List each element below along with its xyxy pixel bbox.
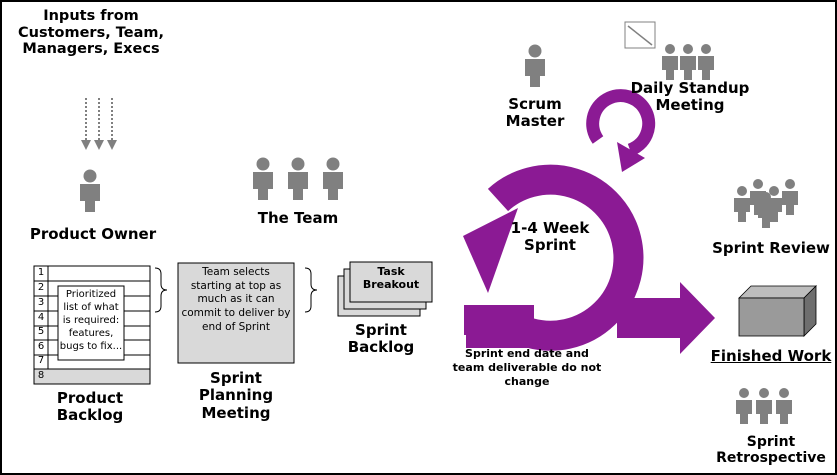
brace-backlog <box>154 267 168 313</box>
planning-label: Sprint Planning Meeting <box>198 369 274 422</box>
backlog-row-3: 3 <box>37 297 45 308</box>
backlog-row-2: 2 <box>37 282 45 293</box>
finished-work-box <box>738 285 817 337</box>
planning-box <box>177 262 295 364</box>
sprint-backlog-label: Sprint Backlog <box>347 321 415 357</box>
scrum-master-label: Scrum Master <box>505 95 565 131</box>
task-breakout-text: Task Breakout <box>362 265 420 291</box>
product-backlog-list <box>33 265 151 385</box>
retrospective-label: Sprint Retrospective <box>716 434 826 467</box>
team-icon <box>253 157 343 200</box>
sprint-backlog-stack <box>337 261 433 317</box>
brace-planning <box>304 267 318 313</box>
backlog-row-5: 5 <box>37 326 45 337</box>
backlog-row-1: 1 <box>37 267 45 278</box>
planning-box-text: Team selects starting at top as much as … <box>181 266 291 333</box>
standup-team-icon <box>662 44 714 80</box>
sprint-note: Sprint end date and team deliverable do … <box>452 347 602 388</box>
backlog-row-7: 7 <box>37 355 45 366</box>
backlog-note: Prioritized list of what is required: fe… <box>59 289 123 352</box>
sprint-review-label: Sprint Review <box>712 239 830 257</box>
sprint-cycle-arrow <box>463 164 644 351</box>
retrospective-team-icon <box>736 388 792 424</box>
product-owner-label: Product Owner <box>29 225 157 243</box>
backlog-row-8: 8 <box>37 370 45 381</box>
sprint-label: 1-4 Week Sprint <box>510 219 590 255</box>
clock-icon <box>624 21 656 49</box>
finished-work-label: Finished Work <box>710 347 832 365</box>
backlog-row-6: 6 <box>37 341 45 352</box>
daily-loop-arrow <box>586 89 656 172</box>
product-backlog-label: Product Backlog <box>56 389 124 425</box>
team-label: The Team <box>257 209 339 227</box>
backlog-row-4: 4 <box>37 312 45 323</box>
standup-label: Daily Standup Meeting <box>630 79 750 115</box>
deliver-arrow <box>617 282 715 354</box>
inputs-label: Inputs from Customers, Team, Managers, E… <box>18 8 164 58</box>
